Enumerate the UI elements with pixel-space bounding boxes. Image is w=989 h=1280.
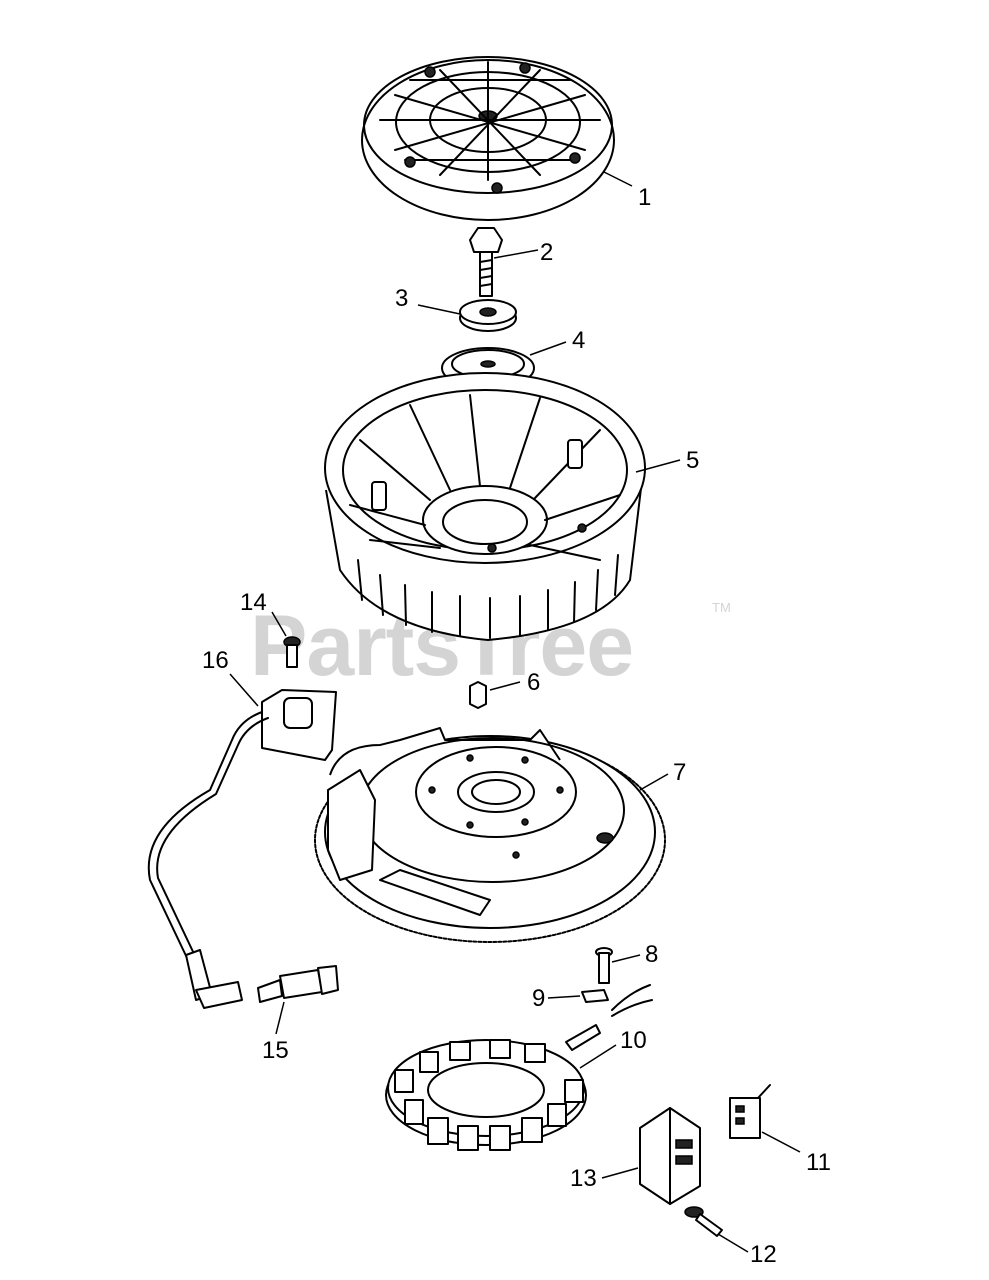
callout-10[interactable]: 10 bbox=[620, 1027, 647, 1054]
part-6-key[interactable] bbox=[469, 681, 487, 709]
part-9-clip[interactable] bbox=[581, 984, 653, 1017]
callout-13[interactable]: 13 bbox=[570, 1165, 597, 1192]
callout-9[interactable]: 9 bbox=[532, 985, 545, 1012]
callouts: 1 2 3 4 5 6 7 8 9 10 11 12 13 14 15 16 bbox=[202, 184, 831, 1268]
part-3-washer[interactable] bbox=[459, 299, 517, 332]
watermark-tm: TM bbox=[712, 600, 731, 615]
part-5-fan[interactable] bbox=[324, 372, 646, 641]
callout-6[interactable]: 6 bbox=[527, 669, 540, 696]
callout-4[interactable]: 4 bbox=[572, 327, 585, 354]
callout-16[interactable]: 16 bbox=[202, 647, 229, 674]
callout-11[interactable]: 11 bbox=[806, 1149, 831, 1176]
part-16-ignition-coil[interactable] bbox=[147, 689, 337, 1009]
callout-12[interactable]: 12 bbox=[750, 1241, 777, 1268]
part-10-stator[interactable] bbox=[385, 1024, 601, 1151]
callout-3[interactable]: 3 bbox=[395, 285, 408, 312]
callout-7[interactable]: 7 bbox=[673, 759, 686, 786]
part-2-bolt[interactable] bbox=[469, 227, 503, 297]
part-13-regulator[interactable] bbox=[639, 1107, 701, 1205]
callout-8[interactable]: 8 bbox=[645, 941, 658, 968]
part-8-screw[interactable] bbox=[595, 947, 613, 984]
part-7-flywheel[interactable] bbox=[314, 727, 666, 943]
part-14-screw[interactable] bbox=[283, 636, 301, 668]
part-11-connector[interactable] bbox=[729, 1084, 771, 1139]
callout-14[interactable]: 14 bbox=[240, 589, 267, 616]
part-12-screw[interactable] bbox=[684, 1206, 723, 1237]
callout-5[interactable]: 5 bbox=[686, 447, 699, 474]
part-1-grass-screen[interactable] bbox=[361, 56, 615, 221]
part-15-spark-plug[interactable] bbox=[257, 965, 339, 1003]
callout-15[interactable]: 15 bbox=[262, 1037, 289, 1064]
callout-1[interactable]: 1 bbox=[638, 184, 651, 211]
callout-2[interactable]: 2 bbox=[540, 239, 553, 266]
leader-lines bbox=[229, 171, 801, 1253]
